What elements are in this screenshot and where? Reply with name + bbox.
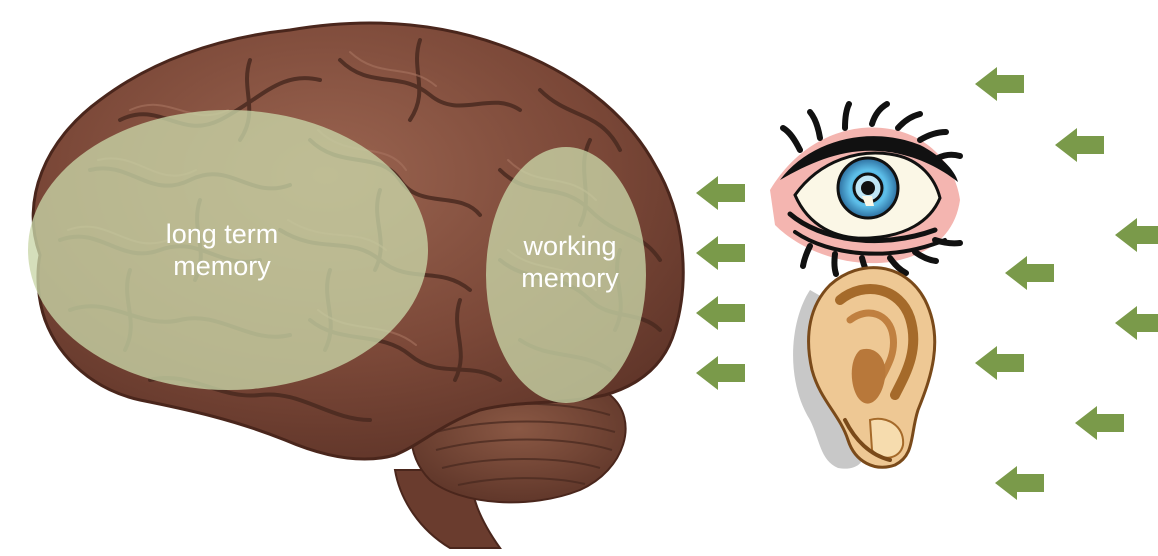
long-term-memory-label-line1: long term [132,218,312,250]
arrow-group [696,67,1158,500]
left-arrow-icon [696,236,745,270]
left-arrow-icon [696,356,745,390]
left-arrow-icon [1055,128,1104,162]
left-arrow-icon [696,296,745,330]
left-arrow-icon [975,346,1024,380]
left-arrow-icon [1075,406,1124,440]
long-term-memory-label: long term memory [132,218,312,282]
left-arrow-icon [995,466,1044,500]
left-arrow-icon [696,176,745,210]
left-arrow-icon [1115,218,1158,252]
left-arrow-icon [1115,306,1158,340]
ear-icon [793,268,935,469]
left-arrow-icon [975,67,1024,101]
pupil [861,181,875,195]
working-memory-label-line1: working [490,230,650,262]
eye-icon [770,104,960,277]
long-term-memory-label-line2: memory [132,250,312,282]
working-memory-label-line2: memory [490,262,650,294]
working-memory-label: working memory [490,230,650,294]
left-arrow-icon [1005,256,1054,290]
